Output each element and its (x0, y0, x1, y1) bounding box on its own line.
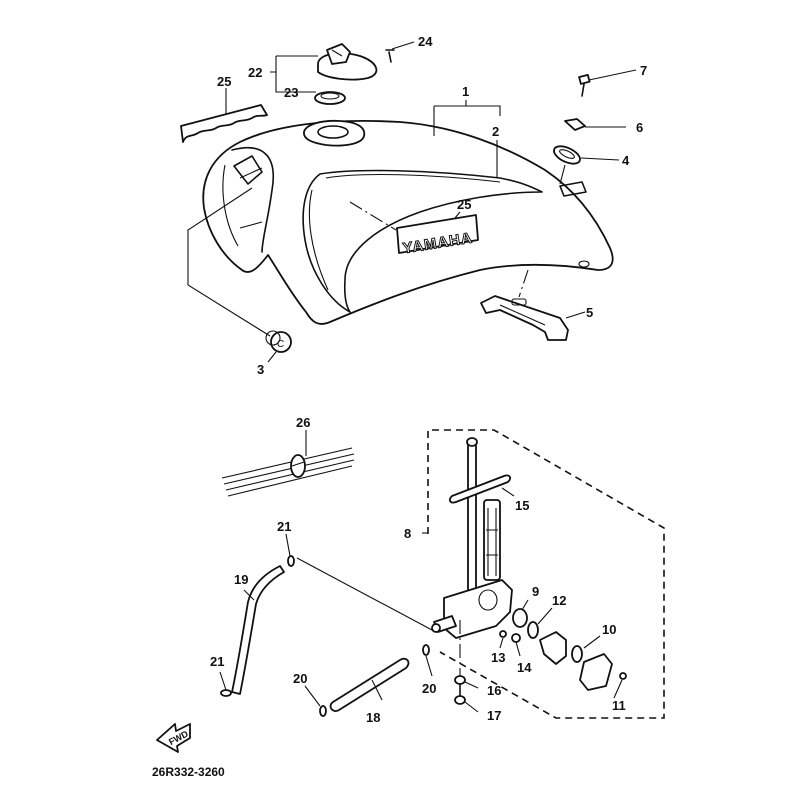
callout-13[interactable]: 13 (491, 650, 505, 665)
fuel-pipe-18 (329, 657, 410, 712)
callout-25b[interactable]: 25 (457, 197, 471, 212)
leader-lines-lower (219, 430, 623, 713)
ball-14 (511, 633, 521, 643)
callout-6[interactable]: 6 (636, 120, 643, 135)
leader-lines-upper (187, 41, 637, 363)
cap-gasket (314, 91, 346, 105)
callout-8[interactable]: 8 (404, 526, 411, 541)
gasket-12 (527, 621, 539, 639)
tank-gasket-15 (449, 474, 511, 504)
callout-21b[interactable]: 21 (210, 654, 224, 669)
callout-12[interactable]: 12 (552, 593, 566, 608)
forward-arrow[interactable]: FWD (156, 723, 191, 753)
callout-24[interactable]: 24 (418, 34, 433, 49)
o-ring-10 (571, 645, 583, 663)
callout-25a[interactable]: 25 (217, 74, 231, 89)
callout-2[interactable]: 2 (492, 124, 499, 139)
wire-harness (221, 447, 355, 497)
clip-21-top (287, 555, 295, 567)
callout-23[interactable]: 23 (284, 85, 298, 100)
callout-21a[interactable]: 21 (277, 519, 291, 534)
nut-3: C (265, 330, 292, 353)
spring-13 (499, 630, 507, 638)
clip-21-bottom (220, 689, 232, 697)
callout-4[interactable]: 4 (622, 153, 630, 168)
callout-26[interactable]: 26 (296, 415, 310, 430)
drawing-code: 26R332-3260 (152, 765, 225, 779)
callout-9[interactable]: 9 (532, 584, 539, 599)
callout-5[interactable]: 5 (586, 305, 593, 320)
callout-10[interactable]: 10 (602, 622, 616, 637)
rear-bracket (480, 295, 569, 341)
callout-19[interactable]: 19 (234, 572, 248, 587)
washer-6 (564, 118, 586, 131)
screw-24 (385, 49, 395, 63)
callout-3[interactable]: 3 (257, 362, 264, 377)
damper-4 (553, 145, 581, 165)
fuel-cap (317, 43, 378, 81)
bolt-7 (578, 73, 591, 97)
diaphragm-9 (512, 608, 528, 628)
lever (539, 631, 567, 665)
callout-16[interactable]: 16 (487, 683, 501, 698)
vacuum-pipe-19 (231, 565, 285, 695)
fuel-tank-drawing: YAMAHA (202, 119, 614, 325)
callout-17[interactable]: 17 (487, 708, 501, 723)
svg-text:C: C (277, 339, 284, 350)
gasket-16 (454, 675, 466, 685)
callout-11[interactable]: 11 (612, 698, 626, 713)
emblem-strip (180, 104, 268, 143)
cover-plate (579, 653, 613, 691)
callout-14[interactable]: 14 (517, 660, 532, 675)
callout-7[interactable]: 7 (640, 63, 647, 78)
fuel-cock (431, 437, 513, 639)
fuel-cock-boundary (427, 429, 665, 719)
callout-20a[interactable]: 20 (293, 671, 307, 686)
screw-11 (619, 672, 627, 680)
callout-labels: 1 2 3 4 5 6 7 8 9 10 11 12 13 14 15 16 1… (210, 34, 647, 725)
clip-20-left (319, 705, 327, 717)
callout-1[interactable]: 1 (462, 84, 469, 99)
clip-20-right (422, 644, 430, 656)
drain-bolt-17 (454, 695, 466, 705)
callout-22[interactable]: 22 (248, 65, 262, 80)
callout-18[interactable]: 18 (366, 710, 380, 725)
callout-20b[interactable]: 20 (422, 681, 436, 696)
callout-15[interactable]: 15 (515, 498, 529, 513)
